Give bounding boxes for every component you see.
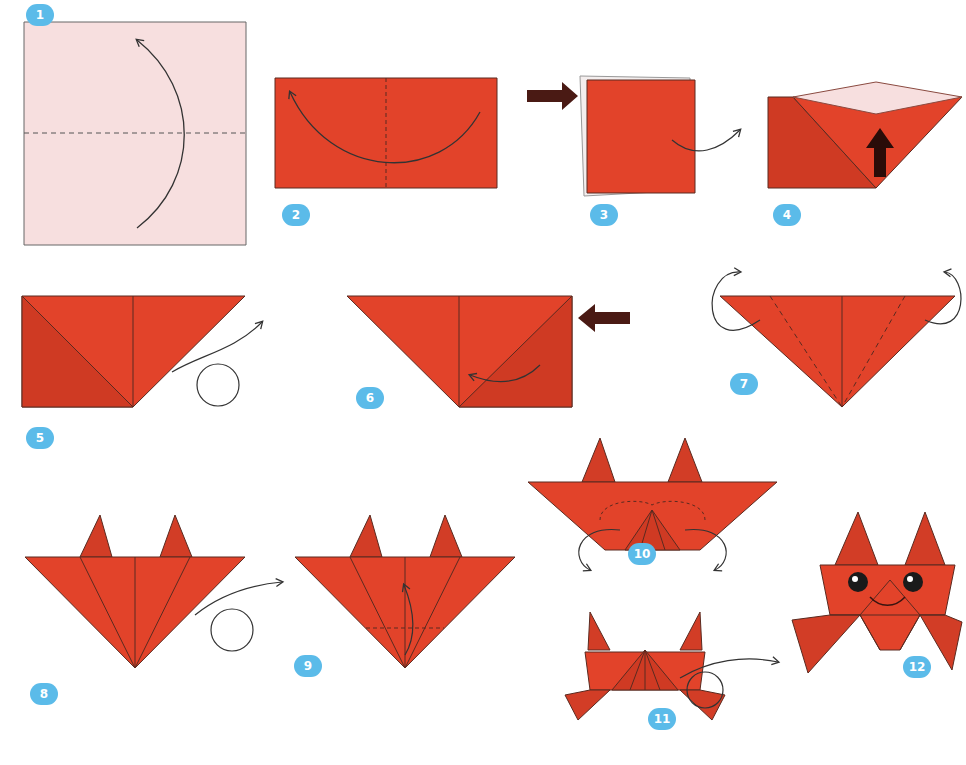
step-number: 3 — [590, 204, 618, 226]
step-number: 7 — [730, 373, 758, 395]
step-number: 11 — [648, 708, 676, 730]
step-number: 6 — [356, 387, 384, 409]
step-number: 4 — [773, 204, 801, 226]
step-number: 5 — [26, 427, 54, 449]
step-number: 1 — [26, 4, 54, 26]
step-number: 12 — [903, 656, 931, 678]
step-number: 10 — [628, 543, 656, 565]
step-number: 9 — [294, 655, 322, 677]
step-number: 8 — [30, 683, 58, 705]
step-number: 2 — [282, 204, 310, 226]
